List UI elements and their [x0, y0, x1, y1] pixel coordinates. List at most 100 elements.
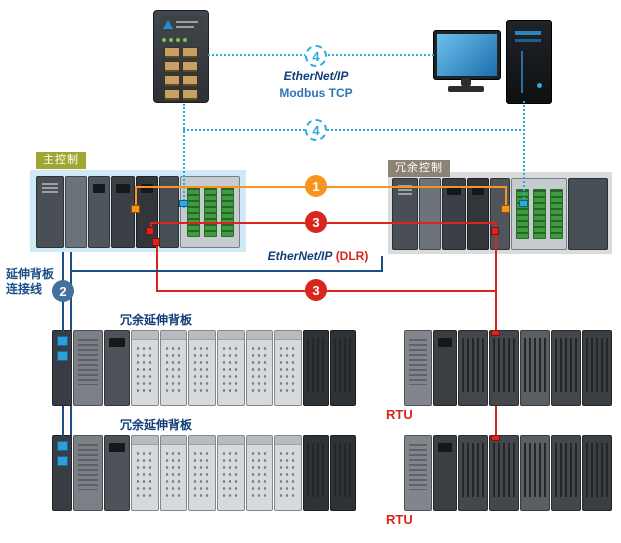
io-module [245, 330, 274, 406]
cpu-module [104, 330, 130, 406]
monitor-screen [437, 34, 497, 76]
ethernet-ip-label: EtherNet/IP [283, 69, 349, 83]
callout-4-lan: 4 [305, 119, 327, 141]
io-module-dark [458, 330, 488, 406]
callout-3-dlr-lower: 3 [305, 279, 327, 301]
backplane-interface-module [52, 330, 72, 406]
rack-module [490, 178, 510, 250]
ethernet-ip-port [491, 435, 500, 441]
io-module [188, 435, 217, 511]
delta-logo-icon [163, 20, 173, 29]
switch-to-main-rack-dotted-line [183, 104, 185, 208]
monitor-base [448, 86, 484, 92]
rtu-label-2: RTU [386, 512, 413, 527]
redundancy-sync-module [467, 178, 489, 250]
extension-cable-cross-line [70, 270, 383, 272]
ethernet-ip-port [491, 227, 499, 235]
dlr-label: EtherNet/IP (DLR) [226, 249, 410, 263]
switch-label-line [176, 26, 194, 28]
green-terminal-block [549, 189, 563, 239]
switch-body [153, 10, 209, 103]
io-module-dark [582, 330, 612, 406]
rj45-port [164, 61, 180, 73]
io-module [217, 330, 245, 406]
rj45-port [164, 89, 180, 101]
rack-module [419, 178, 441, 250]
green-terminal-block [203, 187, 217, 237]
status-led [176, 38, 180, 42]
ethernet-switch [153, 10, 209, 103]
switch-label-line [176, 21, 198, 23]
io-module [245, 435, 274, 511]
io-module-dark [303, 435, 330, 511]
optical-drive [515, 31, 541, 35]
extension-port [56, 351, 68, 361]
extension-port [56, 336, 68, 346]
callout-3-dlr-upper: 3 [305, 211, 327, 233]
green-terminal-block [532, 189, 546, 239]
rj45-port [164, 75, 180, 87]
sync-port [131, 205, 140, 213]
dlr-protocol-text: EtherNet/IP [267, 249, 333, 263]
io-module-dark [520, 435, 550, 511]
io-module-dark [330, 330, 357, 406]
io-module-dark [489, 435, 519, 511]
lan-horizontal-dotted-line [183, 129, 525, 131]
redundant-control-tag: 冗余控制 [388, 160, 450, 177]
rack-module [65, 176, 87, 248]
rtu-interface-module [433, 330, 457, 406]
rtu-rack-2 [404, 435, 612, 511]
sync-link-left-drop [135, 186, 137, 212]
callout-2-extension-cable: 2 [52, 280, 74, 302]
extension-port [56, 456, 68, 466]
status-led [169, 38, 173, 42]
io-module-dark [489, 330, 519, 406]
io-terminal-module [511, 178, 567, 250]
pc-tower-icon [506, 20, 552, 104]
status-led [183, 38, 187, 42]
rtu-label-1: RTU [386, 407, 413, 422]
green-terminal-block [515, 189, 529, 239]
io-module [188, 330, 217, 406]
rj45-port [164, 47, 180, 59]
rj45-port [182, 47, 198, 59]
extension-backplane-label-2: 冗余延伸背板 [120, 418, 193, 432]
main-plc-rack [36, 176, 240, 248]
io-module-dark [551, 330, 581, 406]
extension-cable-note-line1: 延伸背板 [6, 267, 55, 281]
power-button-icon [537, 83, 542, 88]
callout-4-switch-pc: 4 [305, 45, 327, 67]
green-terminal-block [186, 187, 200, 237]
io-module-dark [520, 330, 550, 406]
lan-port [519, 200, 528, 207]
io-module [131, 435, 159, 511]
ethernet-ip-port [146, 227, 154, 235]
io-module-dark [458, 435, 488, 511]
dlr-rtu-link-line [495, 406, 497, 436]
callout-1-sync-link: 1 [305, 175, 327, 197]
power-module [73, 435, 103, 511]
front-accent [521, 51, 523, 93]
monitor-stand [461, 78, 471, 86]
ethernet-ip-port [152, 238, 160, 246]
io-module-dark [582, 435, 612, 511]
lan-port [179, 200, 188, 207]
dlr-suffix-text: (DLR) [335, 249, 369, 263]
engineering-pc [433, 20, 553, 104]
redundant-plc-rack [392, 178, 608, 250]
cpu-module [442, 178, 466, 250]
extension-port [56, 441, 68, 451]
rack-module [568, 178, 608, 250]
extension-cable-note-line2: 连接线 [6, 282, 43, 296]
io-module [274, 330, 303, 406]
backplane-interface-module [52, 435, 72, 511]
io-module-dark [551, 435, 581, 511]
green-terminal-block [220, 187, 234, 237]
rj45-port [182, 75, 198, 87]
extension-cable-redundant-drop [381, 256, 383, 272]
switch-label-plate [160, 16, 204, 34]
io-module [159, 435, 188, 511]
extension-backplane-rack-1 [52, 330, 357, 406]
status-led [162, 38, 166, 42]
io-module [274, 435, 303, 511]
